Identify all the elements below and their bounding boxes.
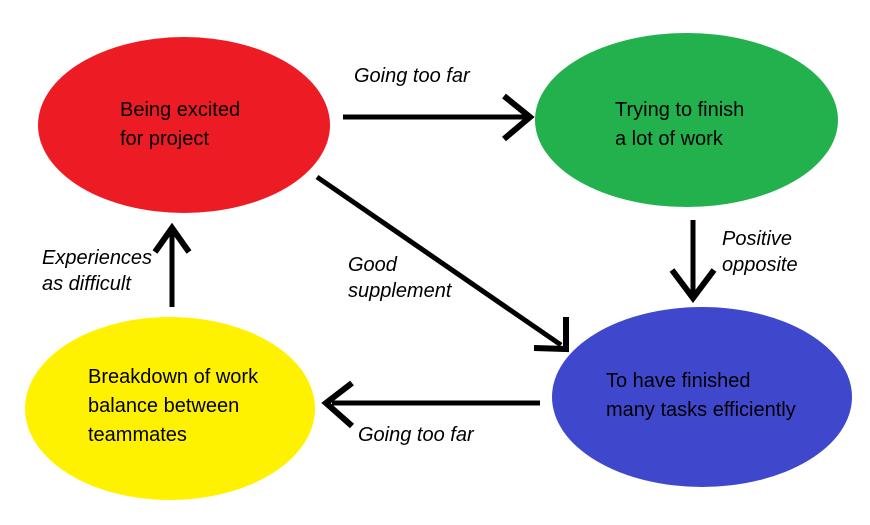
edge-label-experiences-as-difficult: Experiences as difficult <box>42 247 153 295</box>
arrow-finished-to-breakdown <box>321 380 540 429</box>
node-finished-tasks <box>552 307 852 487</box>
node-label-work-breakdown: Breakdown of work balance between teamma… <box>88 366 259 446</box>
edge-label-going-too-far-top: Going too far <box>354 65 470 87</box>
node-being-excited <box>38 37 330 213</box>
node-work-breakdown <box>25 317 315 500</box>
arrow-breakdown-to-excited <box>152 222 192 307</box>
node-label-being-excited: Being excited for project <box>120 99 241 150</box>
arrow-excited-to-finished <box>315 174 569 353</box>
edge-label-positive-opposite: Positive opposite <box>722 228 798 276</box>
node-label-trying-to-finish: Trying to finish a lot of work <box>615 99 745 150</box>
edge-label-going-too-far-bottom: Going too far <box>358 424 474 446</box>
arrow-trying-to-finished <box>669 220 717 303</box>
node-trying-to-finish <box>535 33 838 207</box>
node-label-finished-tasks: To have finished many tasks efficiently <box>606 370 796 421</box>
edge-label-good-supplement: Good supplement <box>348 254 452 302</box>
arrow-excited-to-trying <box>343 93 535 142</box>
